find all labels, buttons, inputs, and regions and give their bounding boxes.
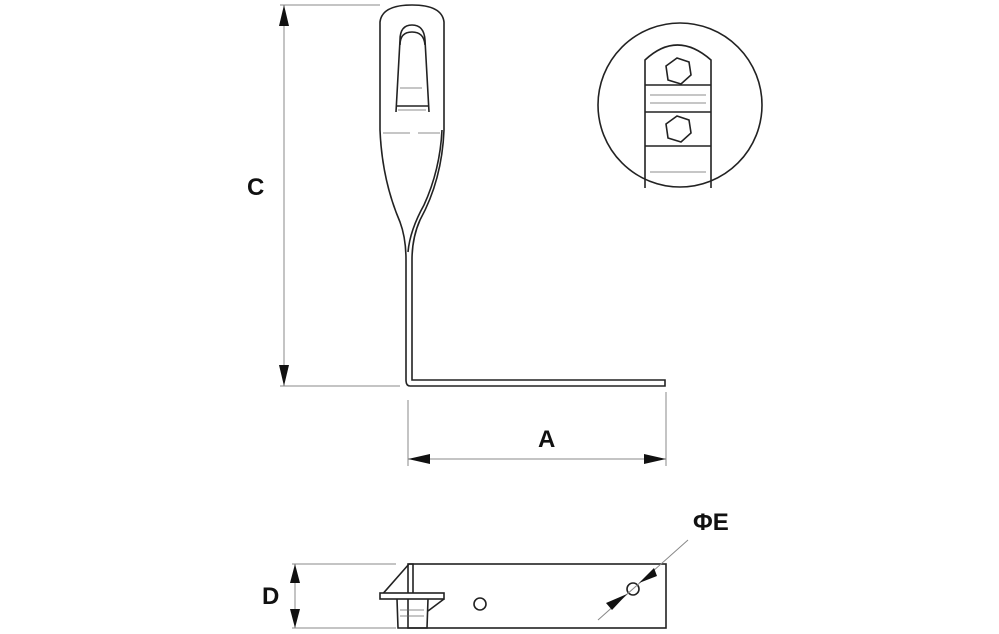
dimension-label-c: C [247,174,264,201]
dimension-label-e: ΦE [693,509,729,536]
dimension-d: D [262,563,396,629]
dimension-e: ΦE [597,509,729,621]
dimension-c: C [247,4,400,387]
hex-bolt-icon [665,57,692,85]
dimension-label-a: A [538,426,555,453]
hook-side-view [379,4,666,387]
dimension-a: A [407,392,667,466]
hex-bolt-icon [665,115,692,143]
detail-view-circle [597,22,763,188]
dimension-label-d: D [262,583,279,610]
